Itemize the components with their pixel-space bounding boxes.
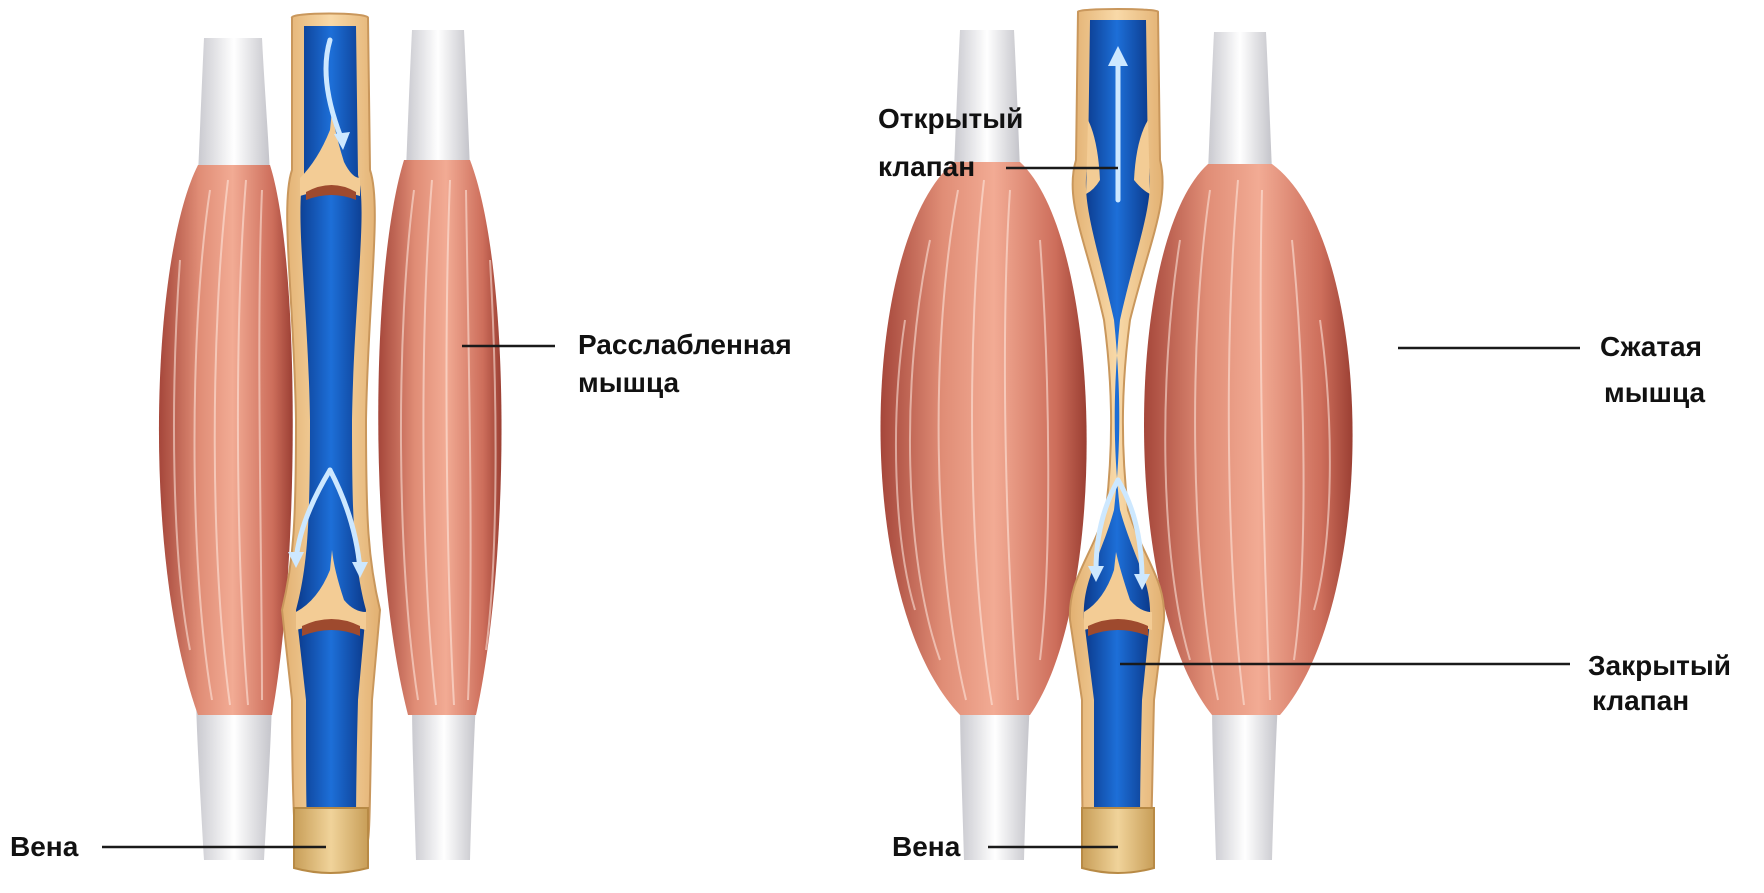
closed-valve-label-line2: клапан bbox=[1592, 685, 1689, 716]
tendon-bottom bbox=[1212, 700, 1278, 860]
relaxed-muscle-label: Расслабленная мышца bbox=[462, 329, 792, 398]
vein-right-label-text: Вена bbox=[892, 831, 961, 862]
muscle-belly bbox=[159, 165, 293, 715]
open-valve-label-line2: клапан bbox=[878, 151, 975, 182]
tendon-bottom bbox=[960, 700, 1030, 860]
relaxed-muscle-right bbox=[378, 30, 501, 860]
tendon-bottom bbox=[412, 700, 476, 860]
contracted-muscle-label: Сжатая мышца bbox=[1398, 331, 1706, 408]
closed-valve-label-line1: Закрытый bbox=[1588, 650, 1731, 681]
tendon-top bbox=[954, 30, 1020, 170]
tendon-top bbox=[198, 38, 270, 175]
open-valve-label-line1: Открытый bbox=[878, 103, 1023, 134]
contracted-muscle-label-line2: мышца bbox=[1604, 377, 1706, 408]
tendon-top bbox=[1208, 32, 1272, 172]
relaxed-panel bbox=[159, 14, 502, 874]
muscle-belly bbox=[378, 160, 501, 715]
relaxed-muscle-label-line2: мышца bbox=[578, 367, 680, 398]
relaxed-muscle-label-line1: Расслабленная bbox=[578, 329, 792, 360]
vein-left-label-text: Вена bbox=[10, 831, 79, 862]
muscle-belly bbox=[880, 162, 1086, 715]
tendon-bottom bbox=[196, 700, 272, 860]
vein-stump bbox=[294, 808, 368, 873]
vein-left-label: Вена bbox=[10, 831, 326, 862]
relaxed-muscle-left bbox=[159, 38, 293, 860]
vein-stump bbox=[1082, 808, 1154, 873]
contracted-muscle-label-line1: Сжатая bbox=[1600, 331, 1702, 362]
contracted-panel bbox=[880, 9, 1352, 873]
vein-relaxed bbox=[282, 14, 380, 874]
contracted-muscle-right bbox=[1144, 32, 1353, 860]
tendon-top bbox=[406, 30, 470, 170]
muscle-belly bbox=[1144, 164, 1353, 715]
